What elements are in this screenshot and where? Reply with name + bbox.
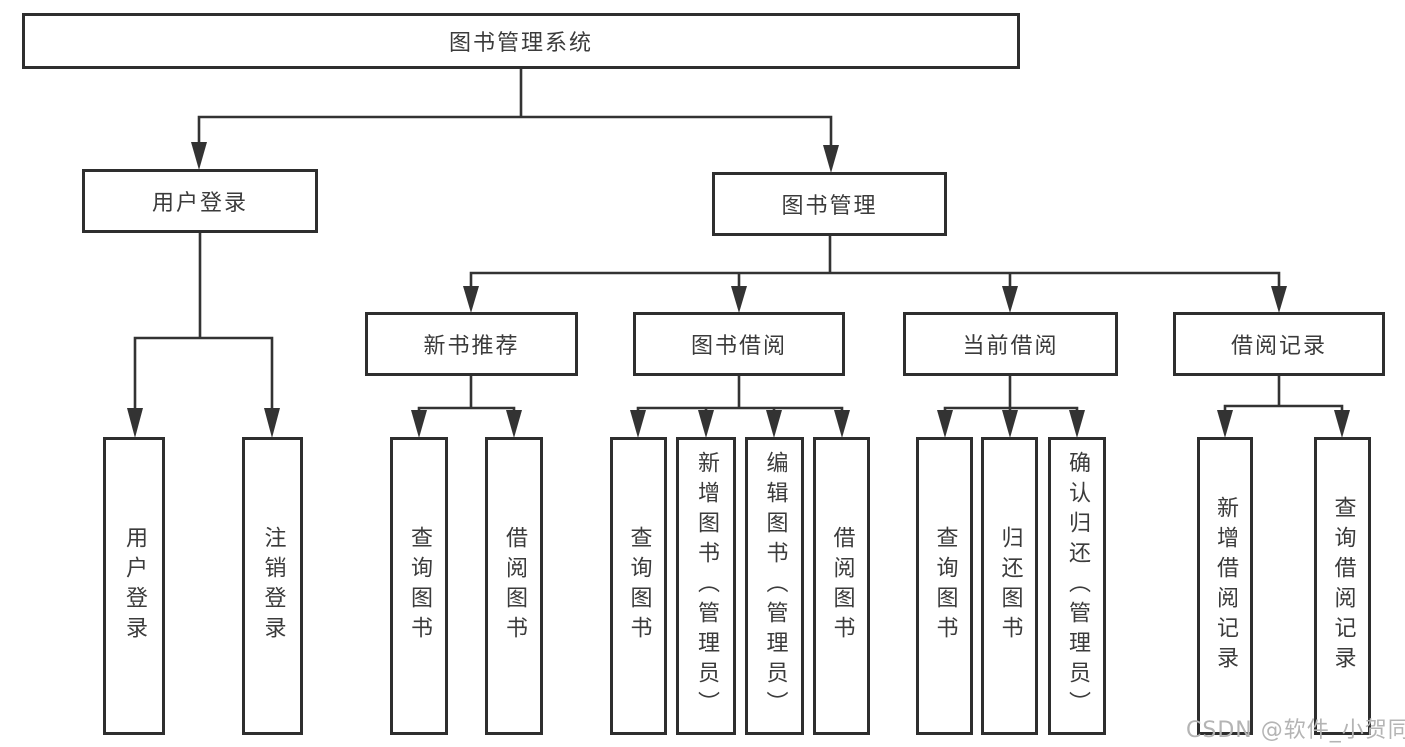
leaf-query-books-current: 查询图书 [916, 437, 973, 735]
leaf-borrow-books-borrowing: 借阅图书 [813, 437, 870, 735]
leaf-logout: 注销登录 [242, 437, 303, 735]
leaf-return-book: 归还图书 [981, 437, 1038, 735]
leaf-add-borrow-record: 新增借阅记录 [1197, 437, 1253, 735]
node-book-borrowing: 图书借阅 [633, 312, 845, 376]
leaf-borrow-books-recommend: 借阅图书 [485, 437, 543, 735]
leaf-add-book-admin: 新增图书（管理员） [676, 437, 736, 735]
leaf-query-books-recommend: 查询图书 [390, 437, 448, 735]
watermark: CSDN @软件_小贺同学 [1186, 718, 1405, 743]
leaf-confirm-return-admin: 确认归还（管理员） [1048, 437, 1106, 735]
node-new-book-recommend: 新书推荐 [365, 312, 578, 376]
node-book-management: 图书管理 [712, 172, 947, 236]
node-borrowing-records: 借阅记录 [1173, 312, 1385, 376]
node-library-system: 图书管理系统 [22, 13, 1020, 69]
node-current-borrowing: 当前借阅 [903, 312, 1118, 376]
node-user-login: 用户登录 [82, 169, 318, 233]
leaf-user-login: 用户登录 [103, 437, 165, 735]
leaf-query-borrow-record: 查询借阅记录 [1314, 437, 1371, 735]
leaf-query-books-borrowing: 查询图书 [610, 437, 667, 735]
leaf-edit-book-admin: 编辑图书（管理员） [745, 437, 804, 735]
